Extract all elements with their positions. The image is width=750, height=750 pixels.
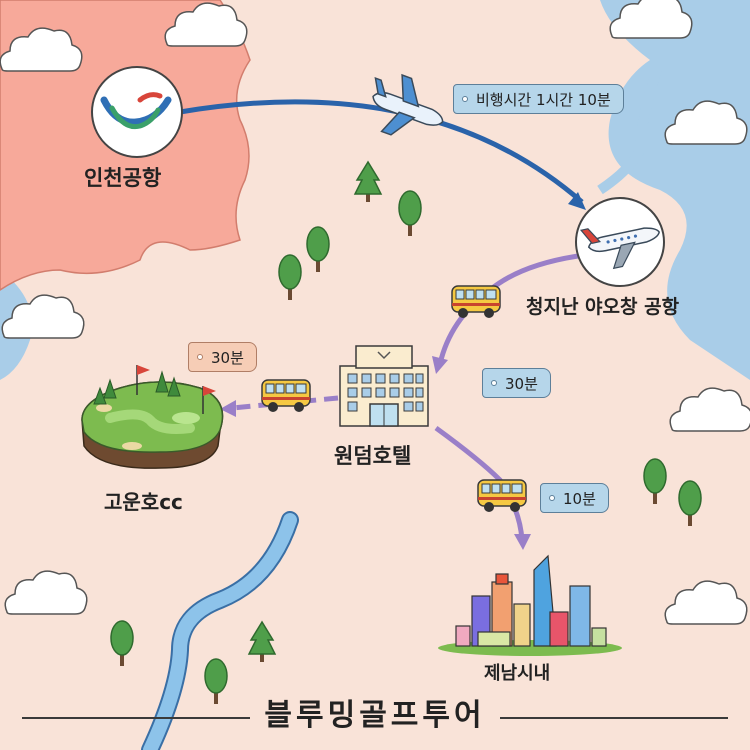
flight-time-text: 비행시간 1시간 10분	[476, 91, 611, 109]
tree-icon	[398, 190, 422, 237]
tag-hole	[462, 96, 468, 102]
tag-hole	[197, 354, 203, 360]
cloud-icon	[4, 570, 88, 615]
tree-icon	[678, 480, 702, 527]
golf-travel-time-text: 30분	[211, 349, 244, 367]
footer-title: 블루밍골프투어	[264, 698, 486, 733]
bus-icon	[451, 285, 501, 319]
estuary-river	[597, 58, 665, 195]
flight-route-arrowhead	[568, 192, 586, 210]
hotel-building-icon	[339, 345, 429, 427]
tree-icon	[643, 458, 667, 505]
tree-icon	[354, 161, 382, 203]
tree-icon	[306, 226, 330, 273]
bus-route-airport-hotel-arrowhead	[432, 356, 448, 374]
cloud-icon	[669, 387, 750, 432]
tag-hole	[549, 495, 555, 501]
airport-hotel-time-text: 30분	[505, 375, 538, 393]
sea-right	[600, 0, 750, 380]
golf-travel-time-tag: 30분	[188, 342, 257, 372]
bus-icon	[477, 479, 527, 513]
tree-icon	[278, 254, 302, 301]
downtown-time-tag: 10분	[540, 483, 609, 513]
airport-hotel-time-tag: 30분	[482, 368, 551, 398]
place-label-hotel: 원덤호텔	[334, 444, 412, 468]
footer-rule-left	[22, 717, 250, 719]
downtown-time-text: 10분	[563, 490, 596, 508]
tree-icon	[248, 621, 276, 663]
place-label-golf: 고운호cc	[104, 490, 183, 514]
destination-airport-icon	[575, 197, 665, 287]
bus-icon	[261, 379, 311, 413]
river	[141, 511, 299, 750]
place-label-incheon: 인천공항	[84, 166, 162, 190]
airline-logo-icon	[91, 66, 183, 158]
footer: 블루밍골프투어	[0, 686, 750, 733]
tag-hole	[491, 380, 497, 386]
city-skyline-icon	[438, 554, 622, 656]
bus-route-hotel-golf-arrowhead	[220, 400, 236, 417]
bus-route-hotel-downtown-arrowhead	[514, 534, 531, 550]
cloud-icon	[664, 580, 748, 625]
tree-icon	[110, 620, 134, 667]
place-label-downtown: 제남시내	[484, 663, 551, 684]
place-label-yaochang: 청지난 야오창 공항	[526, 296, 680, 318]
golf-course-icon	[81, 365, 224, 469]
airplane-icon	[372, 73, 444, 136]
footer-rule-right	[500, 717, 728, 719]
flight-time-tag: 비행시간 1시간 10분	[453, 84, 624, 114]
